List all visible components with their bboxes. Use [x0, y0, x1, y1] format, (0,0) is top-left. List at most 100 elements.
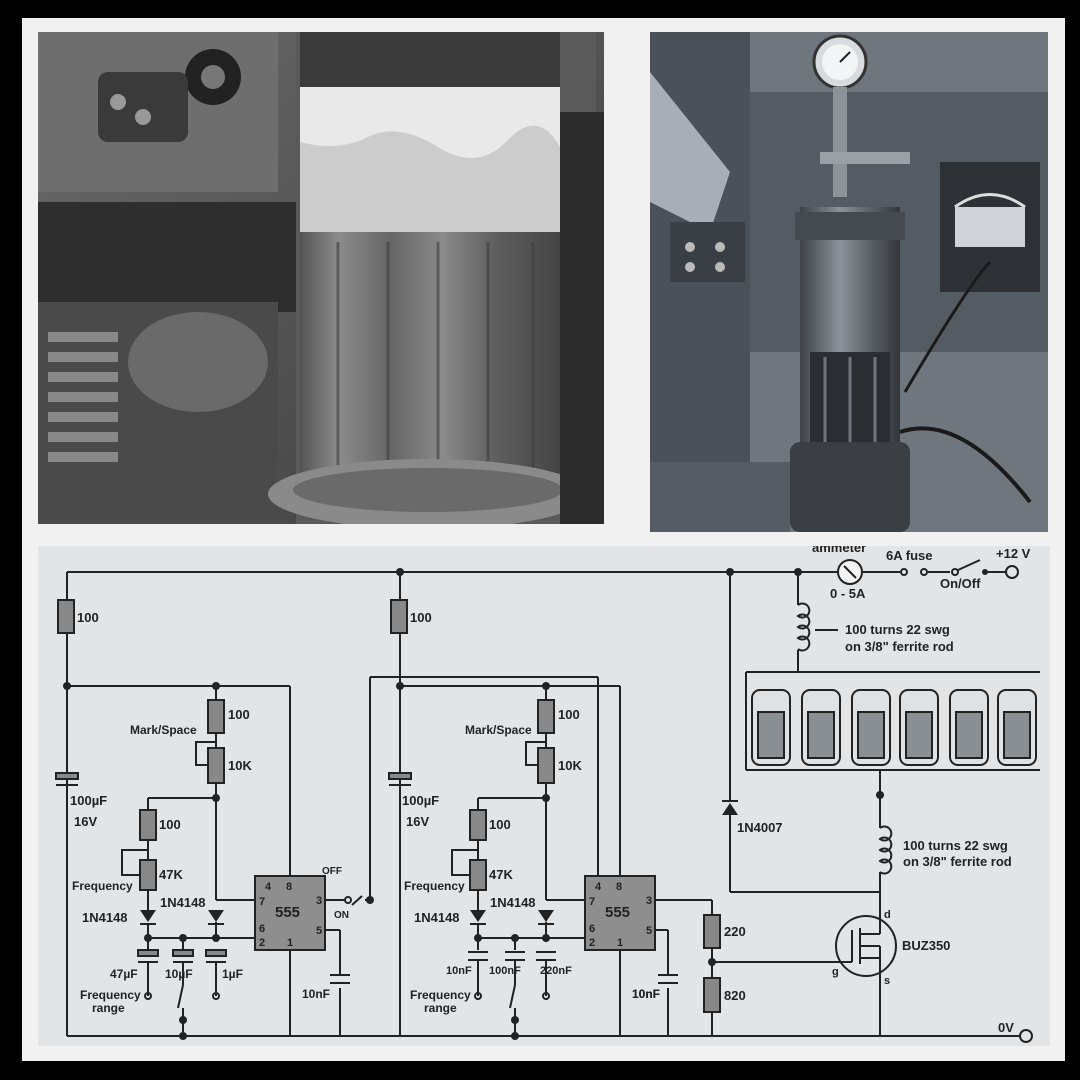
mosfet-label: BUZ350	[902, 938, 950, 953]
schematic-svg: ammeter 0 - 5A 6A fuse On/Off +12 V 0V 1…	[55, 540, 1040, 1043]
mosfet-g-label: g	[832, 966, 839, 978]
left-pin7: 7	[259, 896, 265, 908]
diode-main-label: 1N4007	[737, 820, 783, 835]
ic-555-left	[254, 875, 326, 951]
cell-photo-icon	[38, 32, 604, 524]
switch-on-label: ON	[334, 910, 349, 921]
resistor-right-top	[390, 599, 408, 634]
left-r-mark-label: 100	[228, 707, 250, 722]
right-range-label-2: range	[424, 1001, 457, 1015]
left-diode-b-label: 1N4148	[160, 895, 206, 910]
right-ic-label: 555	[605, 904, 630, 921]
resistors	[57, 599, 721, 1013]
left-diode-a-label: 1N4148	[82, 910, 128, 925]
coil-top-label-1: 100 turns 22 swg	[845, 622, 950, 637]
power-input	[837, 559, 1033, 1043]
circuit-schematic: ammeter 0 - 5A 6A fuse On/Off +12 V 0V 1…	[38, 540, 1050, 1046]
ic-555-right	[584, 875, 656, 951]
resistor-220	[703, 914, 721, 949]
apparatus-photo-icon	[650, 32, 1048, 532]
right-pot-mark-label: 10K	[558, 758, 582, 773]
left-range-label-2: range	[92, 1001, 125, 1015]
supply-capacitors	[55, 772, 412, 786]
left-pot-freq-label: 47K	[159, 867, 183, 882]
right-r-freq-label: 100	[489, 817, 511, 832]
mosfet-s-label: s	[884, 975, 890, 987]
right-c1-label: 10nF	[446, 965, 472, 977]
ground-label: 0V	[998, 1020, 1014, 1035]
left-mark-space-label: Mark/Space	[130, 723, 197, 737]
left-cap-main-v-label: 16V	[74, 814, 97, 829]
fuse-label: 6A fuse	[886, 548, 932, 563]
right-r-mark-label: 100	[558, 707, 580, 722]
left-ic-label: 555	[275, 904, 300, 921]
resistor-left-freq	[139, 809, 157, 841]
junction-dots	[63, 568, 884, 1040]
coil-bottom-label-2: on 3/8" ferrite rod	[903, 854, 1012, 869]
right-pin7: 7	[589, 896, 595, 908]
r820-label: 820	[724, 988, 746, 1003]
pot-right-mark	[537, 747, 555, 784]
left-frequency-label: Frequency	[72, 879, 133, 893]
inductors	[796, 602, 893, 875]
range-switches	[144, 895, 550, 1009]
right-c3-label: 220nF	[540, 965, 572, 977]
right-pin4: 4	[595, 881, 602, 893]
right-pin5: 5	[646, 925, 652, 937]
ammeter-range-label: 0 - 5A	[830, 586, 866, 601]
left-pin6: 6	[259, 923, 265, 935]
left-range-label-1: Frequency	[80, 988, 141, 1002]
left-pot-mark-label: 10K	[228, 758, 252, 773]
r220-label: 220	[724, 924, 746, 939]
right-mark-space-label: Mark/Space	[465, 723, 532, 737]
electrolysis-cell-photo	[38, 32, 604, 524]
right-cap-main-v-label: 16V	[406, 814, 429, 829]
right-diode-a-label: 1N4148	[414, 910, 460, 925]
right-c2-label: 100nF	[489, 965, 521, 977]
pot-right-freq	[469, 859, 487, 891]
diodes	[140, 800, 738, 925]
supply-label: +12 V	[996, 546, 1031, 561]
right-pin1: 1	[617, 937, 623, 949]
coil-bottom-label-1: 100 turns 22 swg	[903, 838, 1008, 853]
left-c2-label: 10µF	[165, 967, 193, 981]
ammeter-label: ammeter	[812, 546, 866, 555]
timing-capacitors	[137, 949, 678, 984]
right-frequency-label: Frequency	[404, 879, 465, 893]
right-pin3: 3	[646, 895, 652, 907]
resistor-right-freq	[469, 809, 487, 841]
left-pin3: 3	[316, 895, 322, 907]
left-r-top-label: 100	[77, 610, 99, 625]
switch-label: On/Off	[940, 576, 981, 591]
right-pin8: 8	[616, 881, 622, 893]
electrolysis-cells	[751, 689, 1037, 766]
left-pin5: 5	[316, 925, 322, 937]
left-pin1: 1	[287, 937, 293, 949]
apparatus-photo	[650, 32, 1048, 532]
left-pin2: 2	[259, 937, 265, 949]
resistor-820	[703, 977, 721, 1013]
resistor-left-top	[57, 599, 75, 634]
left-pin4: 4	[265, 881, 272, 893]
wires	[66, 571, 1040, 1037]
left-r-freq-label: 100	[159, 817, 181, 832]
right-range-label-1: Frequency	[410, 988, 471, 1002]
right-cap-main-label: 100µF	[402, 793, 439, 808]
pot-left-freq	[139, 859, 157, 891]
switch-off-label: OFF	[322, 866, 342, 877]
coil-top-label-2: on 3/8" ferrite rod	[845, 639, 954, 654]
right-pin2: 2	[589, 937, 595, 949]
pot-wipers	[121, 741, 546, 876]
right-diode-b-label: 1N4148	[490, 895, 536, 910]
right-pot-freq-label: 47K	[489, 867, 513, 882]
mosfet-d-label: d	[884, 909, 891, 921]
mosfet-buz350	[835, 915, 897, 977]
resistor-left-mark	[207, 699, 225, 734]
left-c-ctrl-label: 10nF	[302, 987, 330, 1001]
right-pin6: 6	[589, 923, 595, 935]
left-cap-main-label: 100µF	[70, 793, 107, 808]
left-c1-label: 47µF	[110, 967, 138, 981]
right-c-ctrl-label: 10nF	[632, 987, 660, 1001]
resistor-right-mark	[537, 699, 555, 734]
left-pin8: 8	[286, 881, 292, 893]
